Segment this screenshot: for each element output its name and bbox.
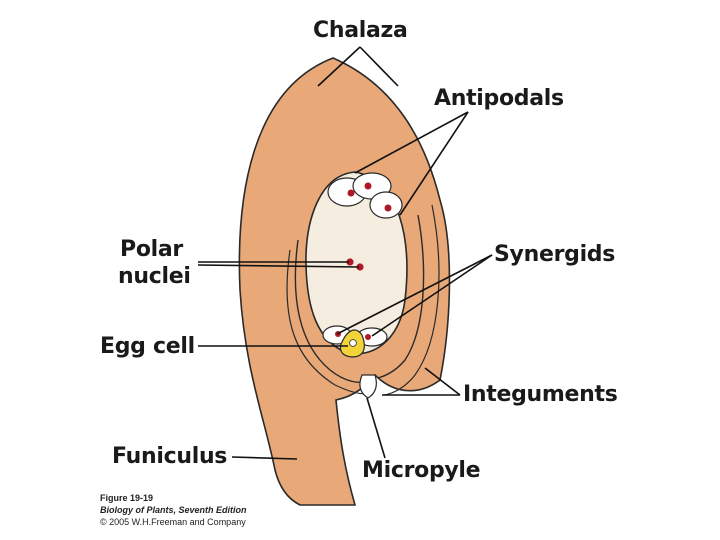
synergids-leader <box>336 254 493 335</box>
egg-cell-label: Egg cell <box>100 334 195 359</box>
synergid-nucleus <box>365 334 371 340</box>
chalaza-leader <box>359 46 399 87</box>
polar-nucleus <box>346 258 354 266</box>
outer-integument-right <box>383 204 440 396</box>
inner-integument-right <box>377 214 425 379</box>
micropyle-label: Micropyle <box>362 458 481 483</box>
antipodal-nucleus <box>364 182 372 190</box>
chalaza-leader <box>317 46 361 87</box>
integuments-leader <box>424 367 461 396</box>
micropyle-leader <box>366 397 386 459</box>
antipodal-nucleus <box>347 189 355 197</box>
micropyle-opening <box>359 374 377 399</box>
inner-integument-left <box>294 239 373 383</box>
antipodal-cell <box>369 191 403 219</box>
figure-number: Figure 19-19 <box>100 493 154 503</box>
antipodals-leader <box>399 111 469 216</box>
copyright-line: © 2005 W.H.Freeman and Company <box>100 517 246 527</box>
leader-lines <box>197 46 493 460</box>
synergids-label: Synergids <box>494 242 616 267</box>
funiculus-label: Funiculus <box>112 444 228 469</box>
book-title: Biology of Plants, Seventh Edition <box>100 505 247 515</box>
integuments-label: Integuments <box>463 382 618 407</box>
polar-nuclei-label-line1: Polar <box>120 237 183 262</box>
antipodals-leader <box>354 111 469 174</box>
synergids-leader <box>371 254 493 337</box>
chalaza-label: Chalaza <box>313 18 408 43</box>
antipodals-label: Antipodals <box>434 86 564 111</box>
outer-integument-left <box>286 249 369 395</box>
egg-nucleus <box>349 339 357 347</box>
polar-nucleus <box>356 263 364 271</box>
polar-nuclei-leader <box>197 264 360 268</box>
antipodal-nucleus <box>384 204 392 212</box>
polar-nuclei-label-line2: nuclei <box>118 264 191 289</box>
funiculus-leader <box>231 456 298 460</box>
